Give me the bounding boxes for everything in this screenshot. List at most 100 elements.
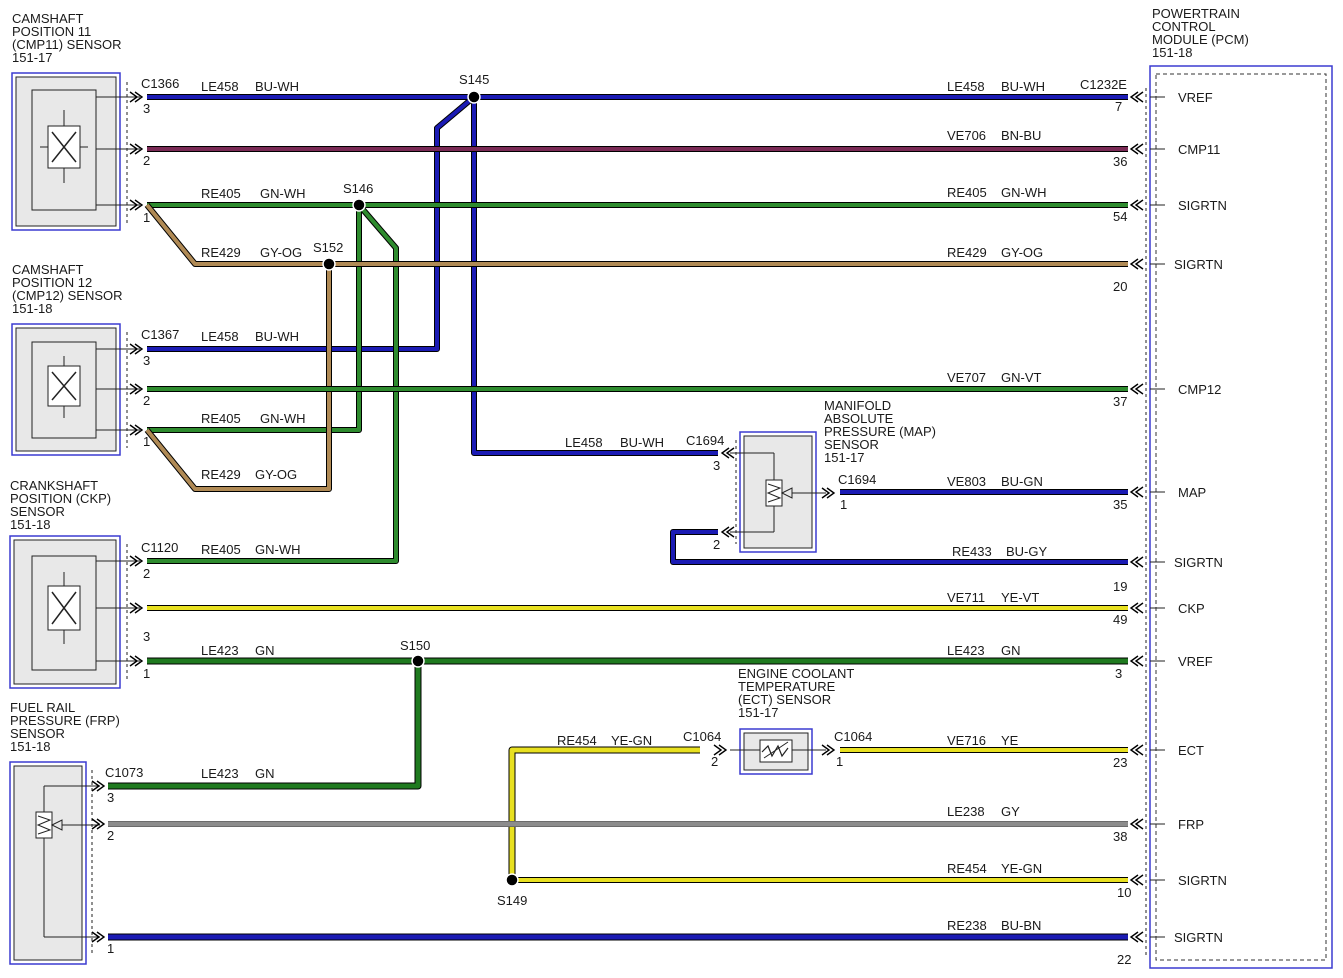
wire-circuit: LE423 [947, 643, 985, 658]
wire-circuit: RE405 [201, 411, 241, 426]
wire-circuit: VE803 [947, 474, 986, 489]
wire-circuit: RE433 [952, 544, 992, 559]
wire-color-code: YE-GN [1001, 861, 1042, 876]
wire-color-code: BU-WH [255, 79, 299, 94]
thermistor-icon [759, 739, 793, 763]
connector-id: C1367 [141, 327, 179, 342]
splice-s152-dot [322, 257, 336, 271]
wire-circuit: RE454 [557, 733, 597, 748]
wire-color-code: BU-WH [255, 329, 299, 344]
pcm-pin-labels: VREF CMP11 SIGRTN SIGRTN CMP12 MAP SIGRT… [1174, 90, 1227, 945]
splice-label: S149 [497, 893, 527, 908]
pcm-pin-number: 35 [1113, 497, 1127, 512]
sensor-pin: 1 [836, 754, 843, 769]
wire-circuit: RE454 [947, 861, 987, 876]
wire-circuit: VE707 [947, 370, 986, 385]
wire-color-code: GY-OG [1001, 245, 1043, 260]
pcm-pin-label: CMP12 [1178, 382, 1221, 397]
wire-circuit: RE405 [947, 185, 987, 200]
wire-color-code: GN [1001, 643, 1021, 658]
connector-id: C1694 [686, 433, 724, 448]
pcm-module [1145, 65, 1333, 969]
wire-circuit: LE238 [947, 804, 985, 819]
splice-labels: S145 S146 S152 S150 S149 [313, 72, 527, 908]
wire-circuit: LE423 [201, 643, 239, 658]
wire-le423-s150-frp [108, 661, 422, 790]
splice-s150-dot [411, 654, 425, 668]
pcm-pin-number: 36 [1113, 154, 1127, 169]
sensor-pin: 3 [713, 458, 720, 473]
splice-points [322, 90, 519, 887]
wire-color-code: GN-WH [1001, 185, 1047, 200]
pcm-pin-label: SIGRTN [1174, 555, 1223, 570]
pcm-pin-number: 22 [1117, 952, 1131, 967]
splice-label: S152 [313, 240, 343, 255]
sensor-pin: 2 [143, 566, 150, 581]
pcm-pin-number: 20 [1113, 279, 1127, 294]
connector-id: C1064 [683, 729, 721, 744]
pcm-pin-label: SIGRTN [1178, 873, 1227, 888]
connector-id: C1366 [141, 76, 179, 91]
wire-color-code: BU-GY [1006, 544, 1048, 559]
splice-label: S150 [400, 638, 430, 653]
wire-color-code: GN-WH [255, 542, 301, 557]
wire-circuit: LE423 [201, 766, 239, 781]
wire-circuit: RE238 [947, 918, 987, 933]
wire-color-code: BU-GN [1001, 474, 1043, 489]
wire-circuit: VE711 [947, 590, 985, 605]
sensor-pin: 1 [143, 666, 150, 681]
splice-label: S145 [459, 72, 489, 87]
wire-re429-s152-cmp12 [144, 264, 332, 492]
wire-circuit: LE458 [201, 329, 239, 344]
wire-color-code: YE [1001, 733, 1019, 748]
pcm-pin-number: 54 [1113, 209, 1127, 224]
wire-circuit: RE405 [201, 186, 241, 201]
sensor-pin: 2 [143, 153, 150, 168]
wire-color-code: GN-WH [260, 186, 306, 201]
pcm-pin-label: SIGRTN [1174, 930, 1223, 945]
wire-color-code: GY-OG [255, 467, 297, 482]
pcm-pin-number: 37 [1113, 394, 1127, 409]
wire-circuit: RE405 [201, 542, 241, 557]
connector-ids: C1232E C1366 C1367 C1120 C1073 C1694 C16… [105, 76, 1127, 780]
wire-circuit: VE706 [947, 128, 986, 143]
sensor-pin: 3 [143, 353, 150, 368]
wire-color-code: GN [255, 643, 275, 658]
connector-id: C1694 [838, 472, 876, 487]
pcm-arrows [1129, 91, 1144, 943]
sensor-pin: 1 [143, 434, 150, 449]
cmp12-sensor [11, 323, 140, 456]
splice-s149-dot [505, 873, 519, 887]
pcm-pin-label: MAP [1178, 485, 1206, 500]
pcm-pin-label: CMP11 [1178, 142, 1220, 157]
map-sensor [730, 431, 826, 553]
wire-re405-s146-cmp12 [147, 205, 362, 433]
wire-color-code: BN-BU [1001, 128, 1041, 143]
pcm-pin-number: 38 [1113, 829, 1127, 844]
wire-le458-s145-cmp12 [147, 94, 476, 352]
wire-circuit: RE429 [201, 245, 241, 260]
pcm-pin-label: ECT [1178, 743, 1204, 758]
wire-color-code: GN-VT [1001, 370, 1042, 385]
ckp-sensor [9, 535, 140, 689]
pcm-pin-label: SIGRTN [1178, 198, 1227, 213]
sensor-pin: 2 [711, 754, 718, 769]
pcm-pin-number: 19 [1113, 579, 1127, 594]
wire-re454-ect-s149 [508, 746, 700, 880]
wire-le458-s145-map [471, 97, 718, 456]
pcm-pin-numbers: 7 36 54 20 37 35 19 49 3 23 38 10 22 [1113, 99, 1131, 967]
splice-label: S146 [343, 181, 373, 196]
connector-arrows [91, 91, 1144, 943]
connector-id: C1064 [834, 729, 872, 744]
sensor-pin: 1 [143, 210, 150, 225]
wire-color-code: BU-WH [1001, 79, 1045, 94]
pcm-pin-label: VREF [1178, 654, 1213, 669]
connector-id: C1232E [1080, 77, 1127, 92]
